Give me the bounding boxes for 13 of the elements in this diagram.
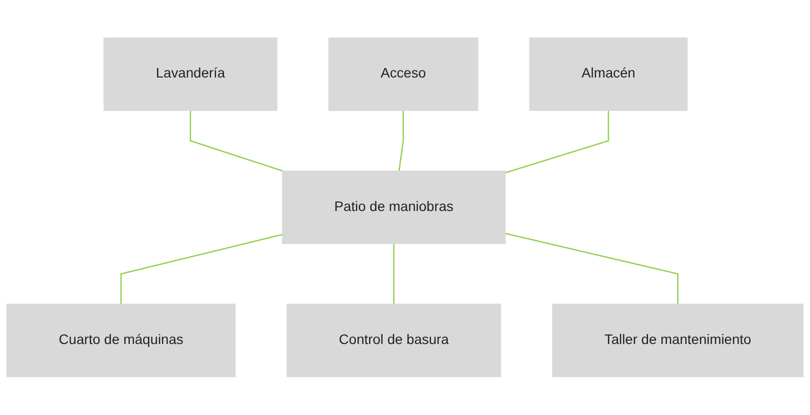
node-box: Acceso bbox=[328, 38, 478, 112]
node-box: Cuarto de máquinas bbox=[6, 304, 236, 378]
node-box: Patio de maniobras bbox=[282, 170, 506, 244]
node-box: Almacén bbox=[529, 38, 688, 112]
connector bbox=[505, 232, 678, 304]
connector bbox=[393, 244, 394, 304]
connector bbox=[120, 234, 283, 304]
node-box: Taller de mantenimiento bbox=[552, 304, 804, 378]
node-box: Control de basura bbox=[286, 304, 502, 378]
connector bbox=[190, 110, 284, 172]
connector bbox=[398, 110, 404, 172]
connector bbox=[505, 110, 610, 174]
node-box: Lavandería bbox=[104, 38, 278, 112]
